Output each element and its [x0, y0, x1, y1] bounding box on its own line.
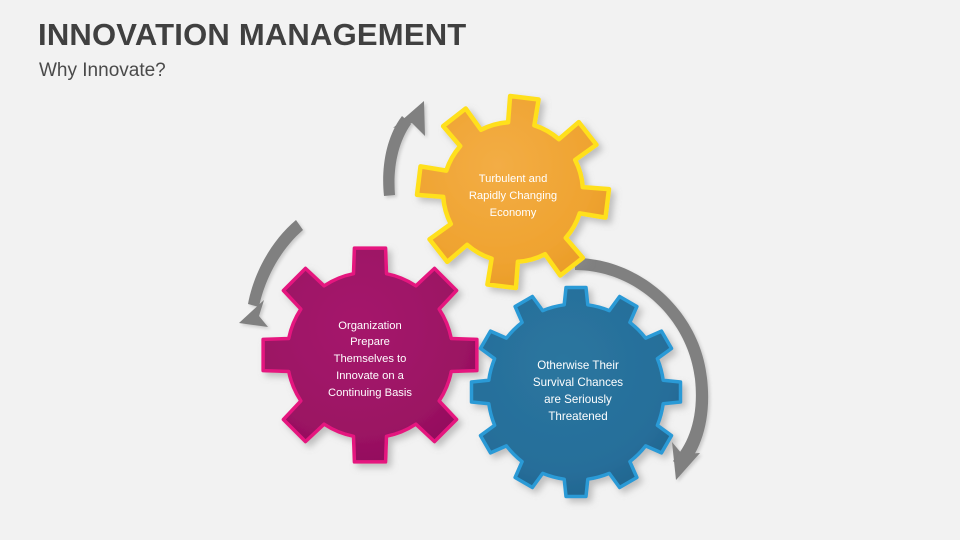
blue-gear-line-4: Threatened	[548, 410, 607, 423]
blue-gear-line-3: are Seriously	[544, 393, 612, 406]
magenta-gear-line-3: Themselves to	[334, 353, 407, 365]
magenta-gear-shape	[261, 246, 479, 464]
turbulent-economy-gear[interactable]: Turbulent and Rapidly Changing Economy	[414, 93, 612, 291]
blue-gear-shape	[469, 285, 683, 499]
page-subtitle: Why Innovate?	[39, 60, 166, 81]
orange-gear-label: Turbulent and Rapidly Changing Economy	[469, 173, 557, 219]
blue-gear-label: Otherwise Their Survival Chances are Ser…	[533, 359, 623, 423]
orange-gear-line-1: Turbulent and	[479, 173, 548, 185]
magenta-gear-line-4: Innovate on a	[336, 370, 405, 382]
magenta-gear-line-2: Prepare	[350, 336, 390, 348]
magenta-gear-line-5: Continuing Basis	[328, 387, 412, 399]
magenta-gear-label: Organization Prepare Themselves to Innov…	[328, 320, 412, 399]
arrow-to-magenta-gear	[239, 220, 303, 327]
orange-gear-line-2: Rapidly Changing	[469, 190, 557, 202]
arrow-around-blue-gear	[575, 258, 709, 480]
orange-gear-line-3: Economy	[490, 207, 537, 219]
magenta-gear-line-1: Organization	[338, 320, 401, 332]
orange-gear-shape	[414, 93, 612, 291]
arrow-to-orange-gear	[383, 101, 425, 196]
page-title: INNOVATION MANAGEMENT	[38, 17, 467, 52]
blue-gear-line-1: Otherwise Their	[537, 359, 619, 372]
blue-gear-line-2: Survival Chances	[533, 376, 623, 389]
survival-threatened-gear[interactable]: Otherwise Their Survival Chances are Ser…	[469, 285, 683, 499]
organization-prepare-gear[interactable]: Organization Prepare Themselves to Innov…	[261, 246, 479, 464]
